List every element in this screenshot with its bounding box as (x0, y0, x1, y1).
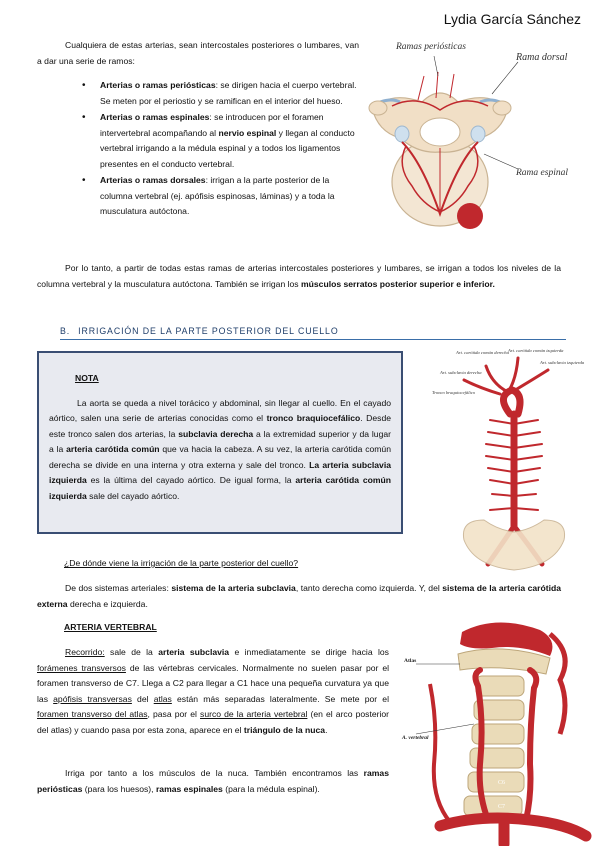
vertebral-heading: ARTERIA VERTEBRAL (64, 620, 157, 636)
label-tronco: Tronco braquiocefálico (432, 390, 476, 395)
branch-desc: : irrigan a la parte posterior de la col… (100, 175, 335, 216)
label-rama-dorsal: Rama dorsal (515, 52, 568, 63)
pelvis-illustration (462, 519, 566, 571)
recorrido-paragraph: Recorrido: sale de la arteria subclavia … (37, 647, 390, 735)
nota-bold: subclavia derecha (178, 428, 254, 439)
branch-desc: y llegan al conducto vertebral irrigando… (100, 127, 355, 169)
leader-line (415, 723, 475, 735)
question-text: ¿De dónde viene la irrigación de la part… (64, 556, 298, 572)
bullet-icon: • (82, 80, 86, 91)
branch-desc: : se introducen por el foramen intervert… (100, 112, 324, 138)
label-c7: C7 (498, 804, 505, 810)
leader-line (433, 55, 439, 77)
nota-bold: arteria carótida común (66, 444, 160, 454)
nota-bold: arteria carótida común izquierda (49, 475, 391, 501)
answer-text: derecha e izquierda. (67, 598, 148, 609)
nota-text: La aorta se queda a nivel torácico y abd… (49, 397, 391, 424)
irriga-paragraph: Irriga por tanto a los músculos de la nu… (37, 768, 389, 794)
branch-name: Arterias o ramas periósticas (100, 80, 216, 90)
summary-paragraph: Por lo tanto, a partir de todas estas ra… (37, 261, 561, 292)
nota-title: NOTA (75, 373, 99, 383)
recorrido-label: Recorrido: (65, 647, 105, 657)
nota-text: que va hacia la cabeza. A su vez, la art… (49, 444, 391, 470)
branch-name: Arterias o ramas dorsales (100, 175, 206, 185)
vertebra-figure: Ramas periósticas Rama dorsal Rama espin… (368, 42, 568, 229)
label-ramas-periosticas: Ramas periósticas (395, 42, 466, 52)
answer-bold: sistema de la arteria carótida externa (37, 583, 562, 609)
list-item: • Arterias o ramas espinales: se introdu… (82, 110, 358, 172)
label-a-vertebral: A. vertebral (401, 735, 429, 741)
section-title: IRRIGACIÓN DE LA PARTE POSTERIOR DEL CUE… (78, 326, 339, 336)
branch-bold: nervio espinal (218, 127, 277, 138)
leader-line (483, 153, 519, 170)
nota-box: NOTA La aorta se queda a nivel torácico … (37, 351, 403, 534)
section-header: B. IRRIGACIÓN DE LA PARTE POSTERIOR DEL C… (60, 323, 566, 340)
nota-bold: La arteria subclavia izquierda (49, 459, 391, 486)
answer-bold: sistema de la arteria subclavia (171, 583, 296, 593)
nota-text: sale del cayado aórtico. (86, 490, 180, 501)
nota-text: es la última del cayado aórtico. De igua… (86, 475, 296, 485)
nota-paragraph: La aorta se queda a nivel torácico y abd… (49, 396, 391, 505)
label-subclavia-izquierda: Art. subclavia izquierda (539, 360, 585, 365)
label-subclavia-derecha: Art. subclavia derecha (439, 370, 482, 375)
branch-list: • Arterias o ramas periósticas: se dirig… (82, 78, 358, 221)
bullet-icon: • (82, 175, 86, 186)
summary-text: Por lo tanto, a partir de todas estas ra… (37, 263, 561, 289)
summary-bold: músculos serratos posterior superior e i… (301, 278, 495, 289)
list-item: • Arterias o ramas periósticas: se dirig… (82, 78, 358, 109)
aorta-figure: Art. carótida común derecha Art. carótid… (432, 348, 585, 571)
nota-text: a la extremidad superior y da lugar a la (49, 428, 391, 455)
nota-text: . Desde este tronco salen dos arterias, … (49, 413, 391, 439)
question-underlined: ¿De dónde viene la irrigación de la part… (64, 558, 299, 568)
neck-illustration (428, 622, 592, 846)
answer-text: De dos sistemas arteriales: (65, 583, 172, 593)
intro-paragraph: Cualquiera de estas arterias, sean inter… (37, 40, 359, 66)
section-letter: B. (60, 326, 71, 336)
author-name: Lydia García Sánchez (443, 11, 581, 27)
label-carotida-derecha: Art. carótida común derecha (455, 350, 510, 355)
label-c6: C6 (498, 780, 505, 786)
answer-text: , tanto derecha como izquierda. Y, del (295, 583, 443, 593)
branch-desc: : se dirigen hacia el cuerpo vertebral. … (100, 80, 357, 106)
label-carotida-izquierda: Art. carótida común izquierda (507, 348, 564, 353)
branch-name: Arterias o ramas espinales (100, 112, 210, 122)
vertebra-illustration (368, 71, 512, 229)
bullet-icon: • (82, 112, 86, 123)
label-rama-espinal: Rama espinal (515, 168, 568, 178)
label-atlas: Atlas (404, 658, 416, 664)
list-item: • Arterias o ramas dorsales: irrigan a l… (82, 173, 358, 220)
answer-paragraph: De dos sistemas arteriales: sistema de l… (37, 581, 561, 612)
cervical-spine-figure: Atlas A. vertebral C6 C7 (401, 622, 592, 846)
leader-line (491, 61, 519, 95)
nota-bold: tronco braquiocefálico (266, 413, 361, 423)
vertebral-heading-text: ARTERIA VERTEBRAL (64, 622, 157, 632)
